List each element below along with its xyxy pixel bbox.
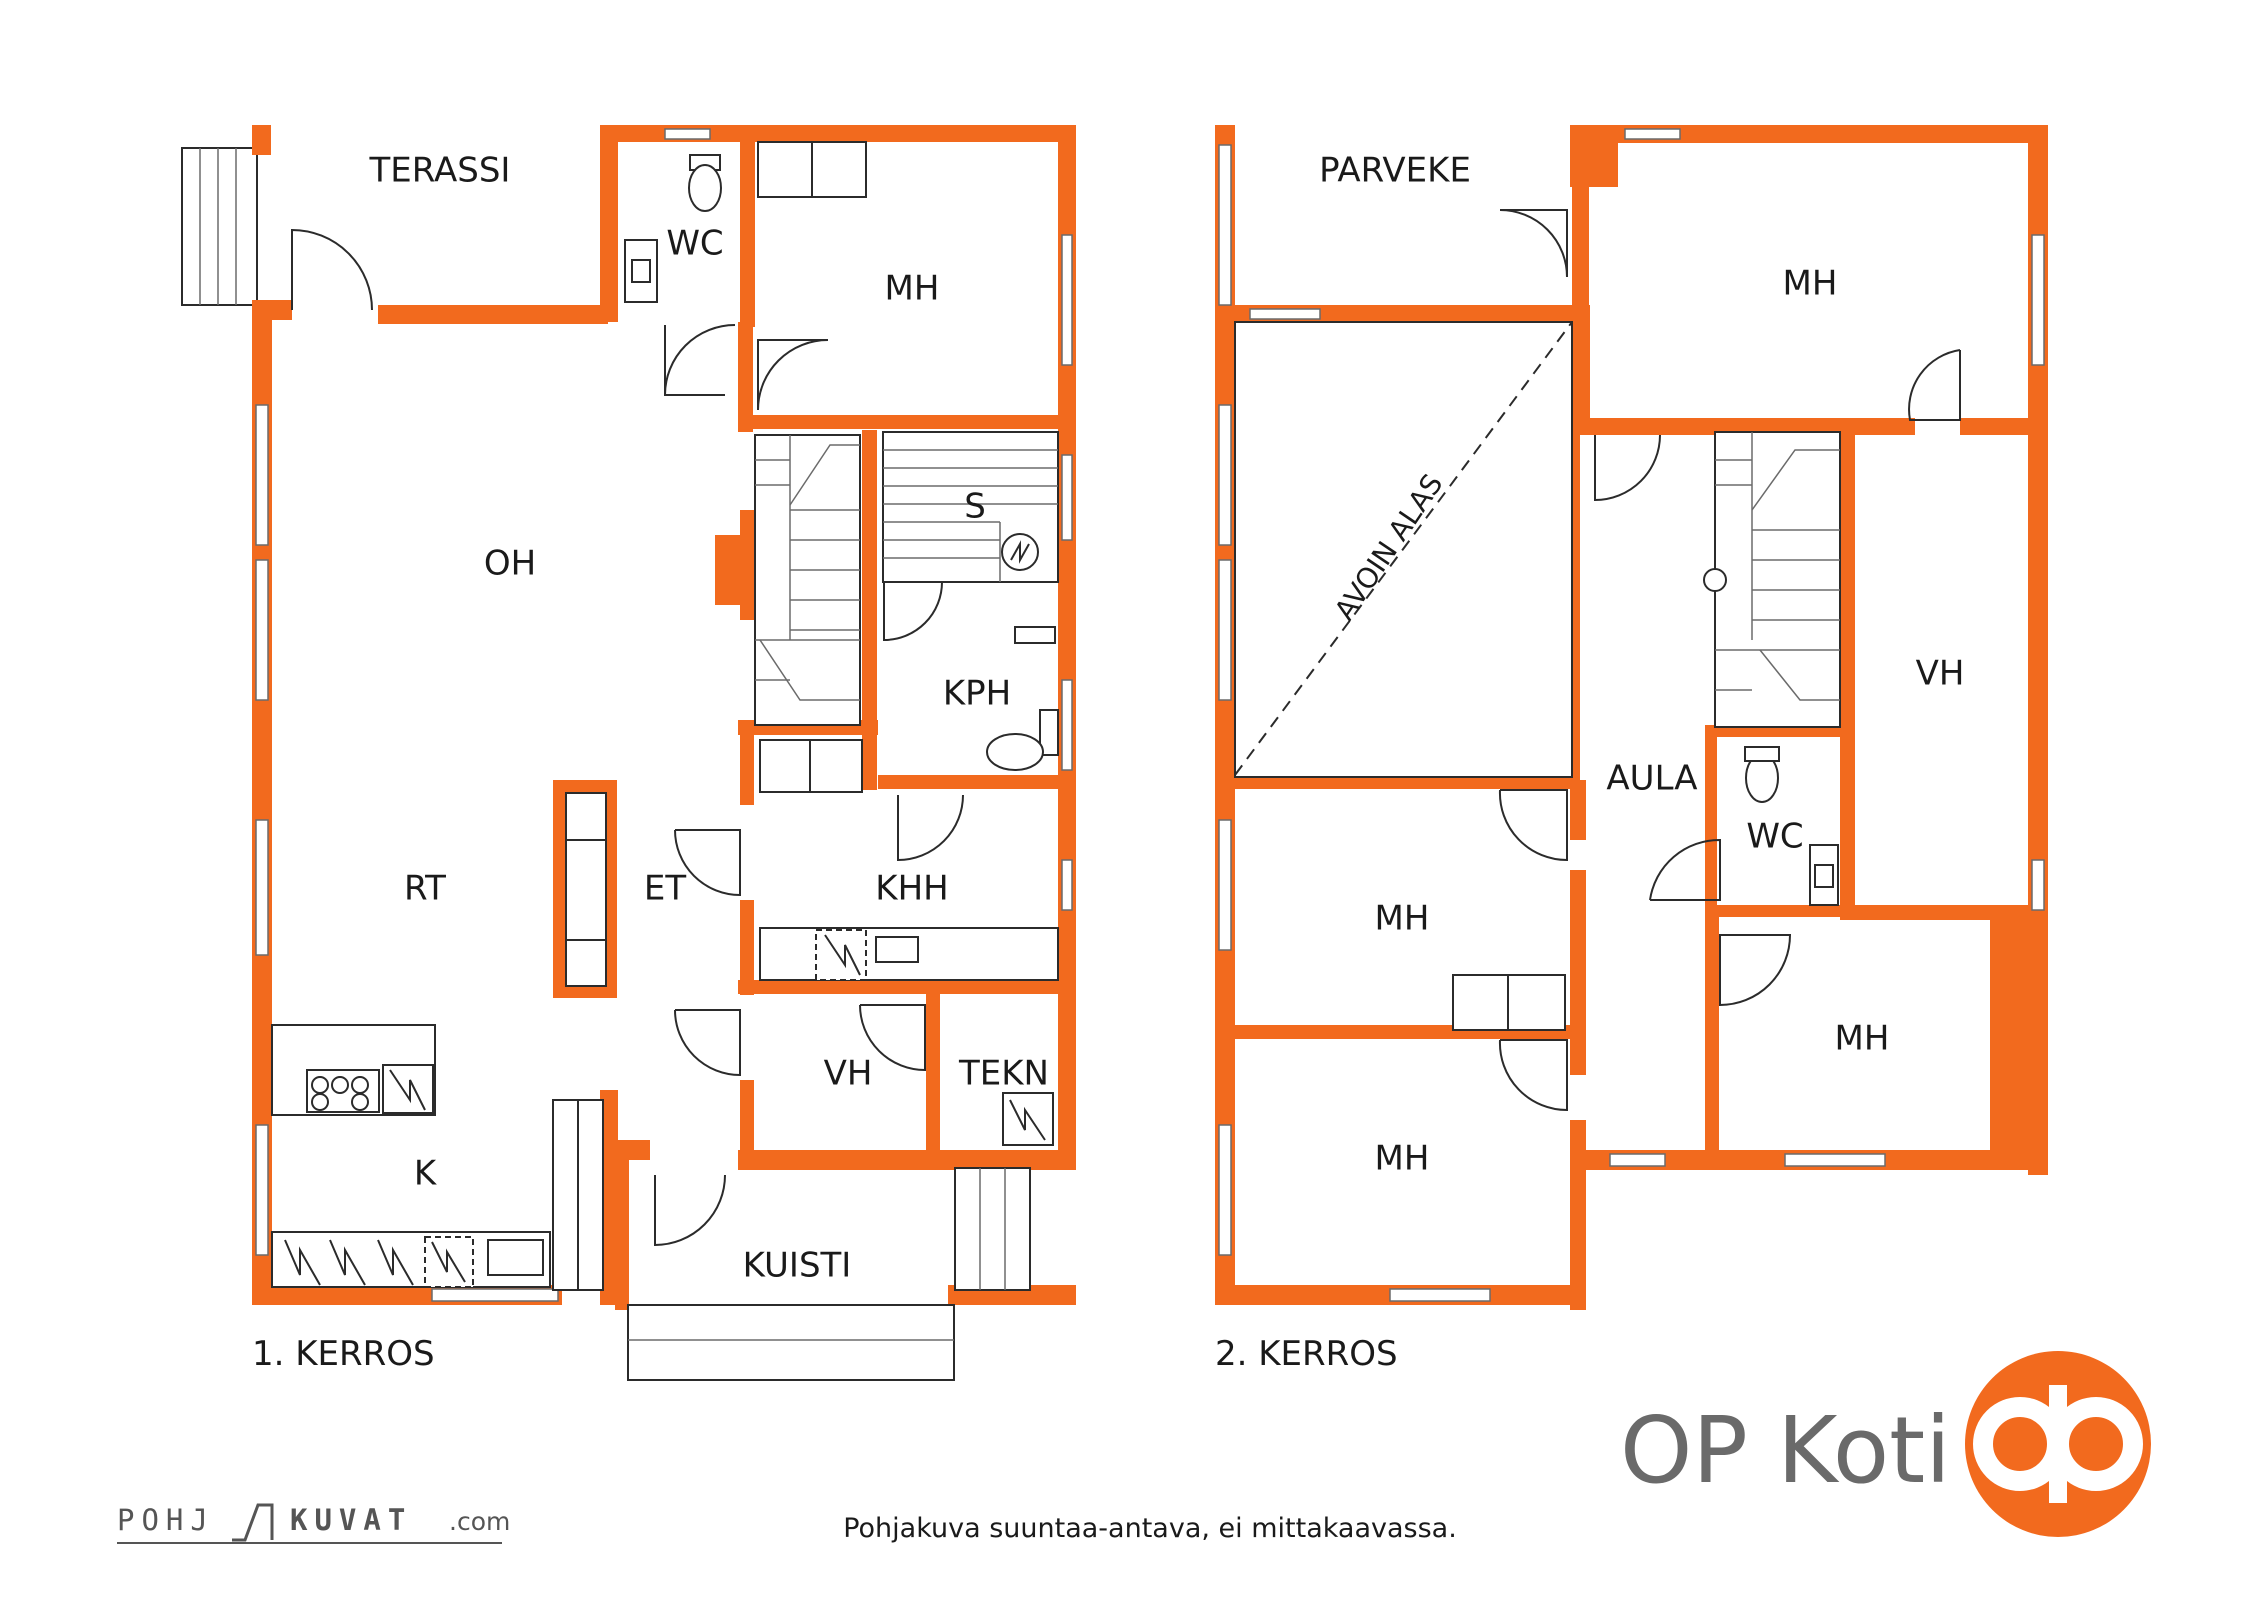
room-label-tekn: TEKN <box>958 1054 1049 1094</box>
room-label-mh-right: MH <box>1835 1019 1890 1059</box>
room-label-aula: AULA <box>1606 759 1697 799</box>
brand-name: OP Koti <box>1620 1397 1951 1504</box>
room-label-khh: KHH <box>875 869 948 909</box>
floor-1-fixtures <box>255 128 1479 1381</box>
room-label-terassi: TERASSI <box>369 151 511 191</box>
room-label-wc: WC <box>666 224 723 264</box>
room-label-mh-top: MH <box>1783 264 1838 304</box>
floor-1-caption: 1. KERROS <box>252 1334 435 1374</box>
credit-left: POHJ <box>117 1503 215 1537</box>
room-label-vh: VH <box>1916 654 1965 694</box>
room-label-et: ET <box>644 869 686 909</box>
credit-logo-mark <box>232 1503 274 1542</box>
room-label-rt: RT <box>404 869 446 909</box>
room-label-mh: MH <box>885 269 940 309</box>
terrace-steps <box>181 147 258 306</box>
floor-1-labels: TERASSI WC MH OH S KPH RT ET KHH VH TEKN… <box>369 151 1049 1286</box>
floor-2-walls <box>1215 125 2048 1310</box>
room-label-k: K <box>414 1154 438 1194</box>
credit-domain: .com <box>449 1507 510 1536</box>
floor-2-plan: PARVEKE MH AVOIN ALAS AULA VH WC MH MH M… <box>1215 125 2048 1374</box>
room-label-kph: KPH <box>943 674 1011 714</box>
footer: Pohjakuva suuntaa-antava, ei mittakaavas… <box>117 1351 2151 1544</box>
credit-right: KUVAT <box>290 1503 412 1537</box>
room-label-s: S <box>964 487 986 527</box>
floor-2-fixtures <box>1218 128 2045 1302</box>
room-label-vh: VH <box>824 1054 873 1094</box>
floor-2-caption: 2. KERROS <box>1215 1334 1398 1374</box>
room-label-wc: WC <box>1746 817 1803 857</box>
room-label-mh-mid: MH <box>1375 899 1430 939</box>
room-label-kuisti: KUISTI <box>743 1246 852 1286</box>
floor-1-plan: TERASSI WC MH OH S KPH RT ET KHH VH TEKN… <box>181 125 1479 1381</box>
room-label-mh-bottom: MH <box>1375 1139 1430 1179</box>
disclaimer: Pohjakuva suuntaa-antava, ei mittakaavas… <box>843 1513 1457 1544</box>
op-logo-icon <box>1965 1351 2151 1537</box>
room-label-oh: OH <box>484 544 536 584</box>
pohjakuvat-credit: POHJ KUVAT .com <box>117 1503 510 1544</box>
floor-1-walls <box>252 125 1076 1310</box>
room-label-parveke: PARVEKE <box>1319 151 1471 191</box>
